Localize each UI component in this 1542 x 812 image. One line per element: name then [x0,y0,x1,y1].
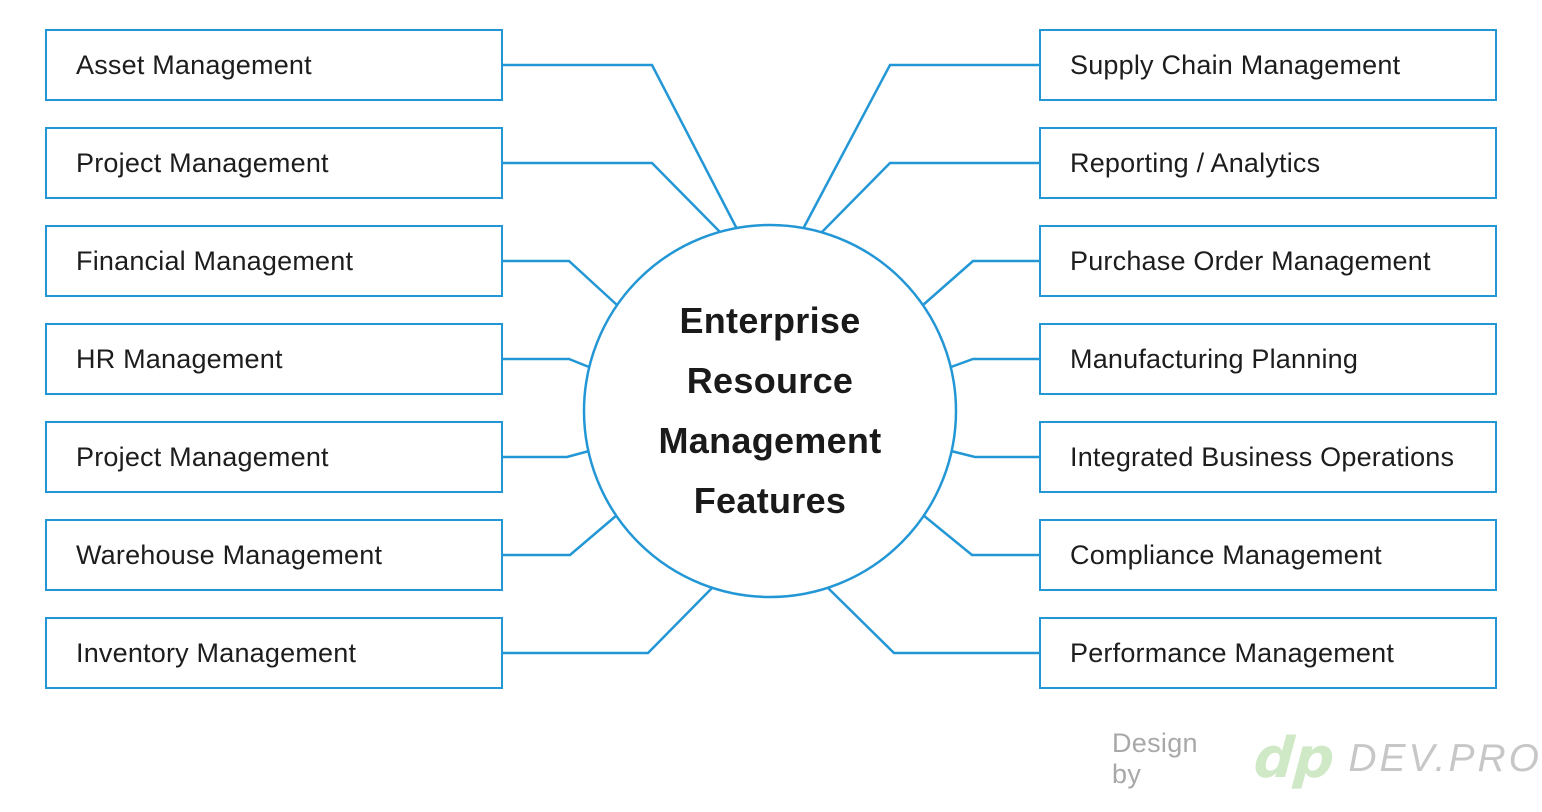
center-circle [582,223,958,599]
connector-left-project-1 [503,161,722,234]
connector-left-asset [503,63,739,230]
node-supply-chain-management: Supply Chain Management [1039,29,1497,101]
connector-left-hr [503,357,590,369]
node-financial-management: Financial Management [45,225,503,297]
connector-right-purchase-order [922,259,1039,306]
connector-right-supply-chain [801,63,1039,230]
center-title-line: Enterprise [679,300,861,341]
connector-right-compliance [922,514,1039,557]
node-compliance-management: Compliance Management [1039,519,1497,591]
connector-right-performance [826,586,1039,655]
node-manufacturing-planning: Manufacturing Planning [1039,323,1497,395]
node-purchase-order-management: Purchase Order Management [1039,225,1497,297]
center-title: Enterprise Resource Management Features [570,291,970,531]
connector-left-warehouse [503,514,618,557]
node-reporting-analytics: Reporting / Analytics [1039,127,1497,199]
node-performance-management: Performance Management [1039,617,1497,689]
devpro-dp-icon: dp [1251,726,1337,791]
connector-left-financial [503,259,618,306]
node-project-management-1: Project Management [45,127,503,199]
devpro-brand-name: DEV.PRO [1348,737,1542,780]
connector-right-reporting [820,161,1039,234]
footer-credit: Design by dp DEV.PRO [1112,726,1542,792]
connector-right-integrated [950,449,1039,459]
node-warehouse-management: Warehouse Management [45,519,503,591]
center-title-line: Management [658,420,882,461]
node-inventory-management: Inventory Management [45,617,503,689]
credit-text: Design by [1112,728,1198,789]
center-title-line: Resource [686,360,854,401]
node-asset-management: Asset Management [45,29,503,101]
node-hr-management: HR Management [45,323,503,395]
node-project-management-2: Project Management [45,421,503,493]
connector-left-project-2 [503,449,590,459]
connector-left-inventory [503,586,714,655]
connector-right-manufacturing [950,357,1039,369]
center-title-line: Features [693,480,847,521]
node-integrated-business-operations: Integrated Business Operations [1039,421,1497,493]
